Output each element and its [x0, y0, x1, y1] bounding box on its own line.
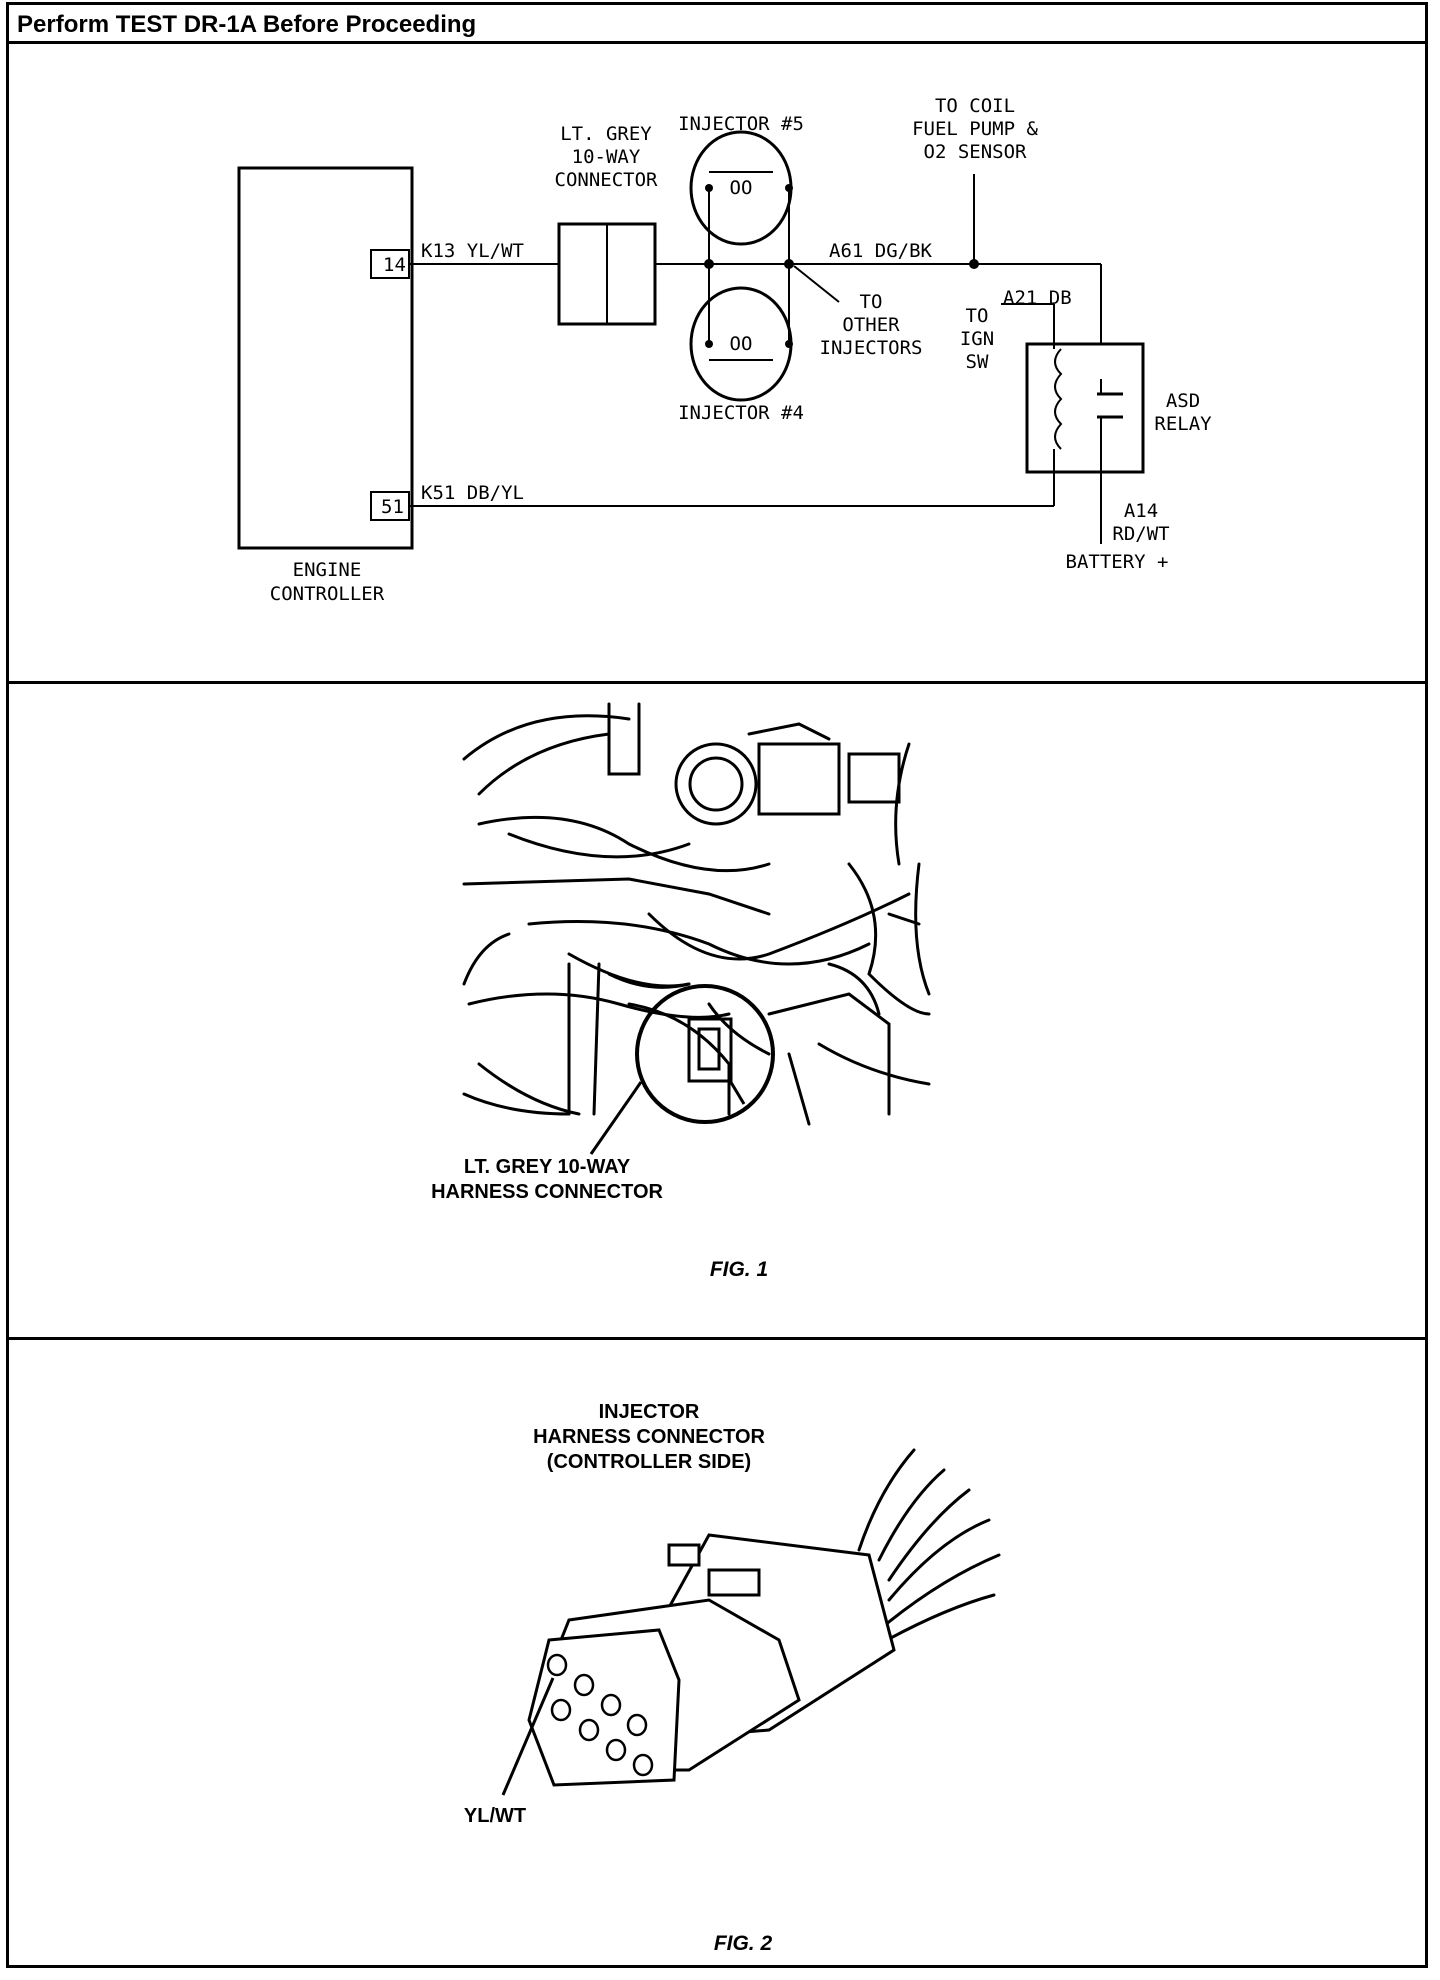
- connector-label-2: 10-WAY: [572, 146, 641, 168]
- injector-5-coil: OO: [730, 177, 753, 199]
- to-coil-label-1: TO COIL: [935, 95, 1015, 117]
- injector-4-coil: OO: [730, 333, 753, 355]
- figure-1-callout-1: LT. GREY 10-WAY: [464, 1156, 631, 1178]
- injector-4-label: INJECTOR #4: [678, 402, 804, 424]
- connector-detail: [687, 1017, 746, 1105]
- pin-51-label: 51: [381, 496, 404, 518]
- wire-a21-label: A21 DB: [1003, 287, 1072, 309]
- figure-2-illustration: INJECTOR HARNESS CONNECTOR (CONTROLLER S…: [464, 1401, 1001, 1955]
- to-other-label-1: TO: [860, 291, 883, 313]
- to-coil-label-2: FUEL PUMP &: [912, 118, 1038, 140]
- harness-wires: [857, 1448, 1001, 1652]
- to-ign-label-2: IGN: [960, 328, 994, 350]
- figure-1-panel: LT. GREY 10-WAY HARNESS CONNECTOR FIG. 1: [9, 684, 1425, 1340]
- to-ign-label-3: SW: [966, 351, 989, 373]
- figure-2-title-3: (CONTROLLER SIDE): [547, 1451, 751, 1473]
- yl-wt-leader: [501, 1677, 555, 1796]
- schematic-panel: 14 51 ENGINE CONTROLLER LT. GREY 10-WAY …: [9, 44, 1425, 684]
- figure-1-illustration: LT. GREY 10-WAY HARNESS CONNECTOR FIG. 1: [431, 702, 931, 1281]
- engine-controller-label-2: CONTROLLER: [270, 583, 385, 605]
- figure-2-panel: INJECTOR HARNESS CONNECTOR (CONTROLLER S…: [9, 1340, 1425, 1965]
- to-other-label-2: OTHER: [842, 314, 900, 336]
- wire-k13-label: K13 YL/WT: [421, 240, 524, 262]
- to-coil-label-3: O2 SENSOR: [924, 141, 1028, 163]
- wire-k51-label: K51 DB/YL: [421, 482, 524, 504]
- relay-label-1: ASD: [1166, 390, 1200, 412]
- pin-14-label: 14: [383, 254, 406, 276]
- connector-housing: [527, 1533, 896, 1787]
- to-other-label-3: INJECTORS: [820, 337, 923, 359]
- figure-2-title-1: INJECTOR: [599, 1401, 700, 1423]
- relay-label-2: RELAY: [1154, 413, 1212, 435]
- connector-face: [546, 1653, 654, 1777]
- figure-2-title-2: HARNESS CONNECTOR: [533, 1426, 765, 1448]
- figure-2-caption: FIG. 2: [714, 1932, 773, 1955]
- wire-a14-label-1: A14: [1124, 500, 1158, 522]
- wire-a14-label-2: RD/WT: [1112, 523, 1169, 545]
- battery-label: BATTERY +: [1066, 551, 1169, 573]
- wiring-schematic: 14 51 ENGINE CONTROLLER LT. GREY 10-WAY …: [237, 95, 1212, 605]
- wire-a61-label: A61 DG/BK: [829, 240, 933, 262]
- injector-5-label: INJECTOR #5: [678, 113, 804, 135]
- yl-wt-callout: YL/WT: [464, 1805, 526, 1827]
- to-ign-label-1: TO: [966, 305, 989, 327]
- engine-controller-label-1: ENGINE: [293, 559, 362, 581]
- connector-callout-circle: [635, 984, 775, 1124]
- page-frame: Perform TEST DR-1A Before Proceeding: [6, 2, 1428, 1968]
- page-title: Perform TEST DR-1A Before Proceeding: [17, 11, 477, 38]
- callout-leader: [589, 1081, 643, 1155]
- figure-1-caption: FIG. 1: [710, 1258, 768, 1281]
- connector-label-1: LT. GREY: [560, 123, 652, 145]
- figure-1-callout-2: HARNESS CONNECTOR: [431, 1181, 663, 1203]
- engine-controller-box: [237, 166, 414, 550]
- header-bar: Perform TEST DR-1A Before Proceeding: [9, 5, 1425, 44]
- connector-label-3: CONNECTOR: [555, 169, 659, 191]
- asd-relay-box: [1025, 342, 1145, 474]
- engine-bay-drawing: [462, 702, 931, 1126]
